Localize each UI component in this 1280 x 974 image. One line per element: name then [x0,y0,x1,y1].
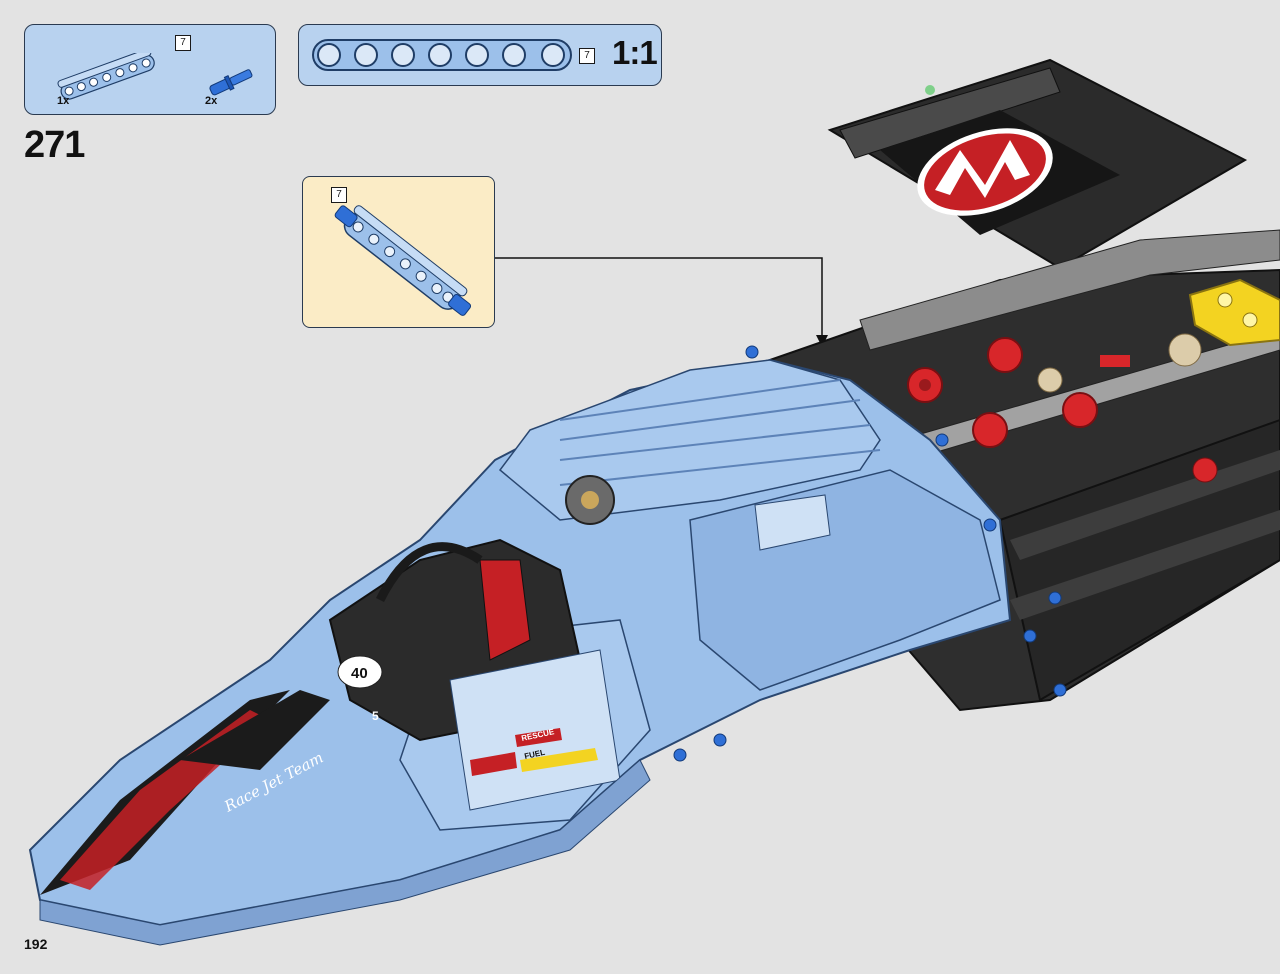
fuselage-body [28,345,1067,946]
liftarm-with-pins-icon [334,205,472,316]
scale-ruler-panel: 7 [298,24,662,86]
liftarm-7-icon [57,53,155,100]
part-quantity: 2x [205,95,218,107]
ruler-length-badge: 7 [579,48,595,64]
parts-list-panel: 7 1x 2x [24,24,276,115]
callout-leader-line [495,257,823,335]
rear-chassis [767,229,1280,712]
page-number: 192 [24,936,48,952]
side-number-decal: 5 [372,709,379,723]
part-quantity: 1x [57,95,70,107]
rear-wing [827,58,1248,270]
subassembly-callout-panel: 7 [302,176,495,328]
part-length-badge: 7 [175,35,191,51]
race-number-decal: 40 [351,665,368,682]
ruler-liftarm-icon [312,39,572,71]
scale-label: 1:1 [612,34,658,71]
subassembly-length-badge: 7 [331,187,347,203]
axle-pin-icon [209,69,253,96]
step-number: 271 [24,124,85,166]
fuel-decal: FUEL [524,748,546,761]
